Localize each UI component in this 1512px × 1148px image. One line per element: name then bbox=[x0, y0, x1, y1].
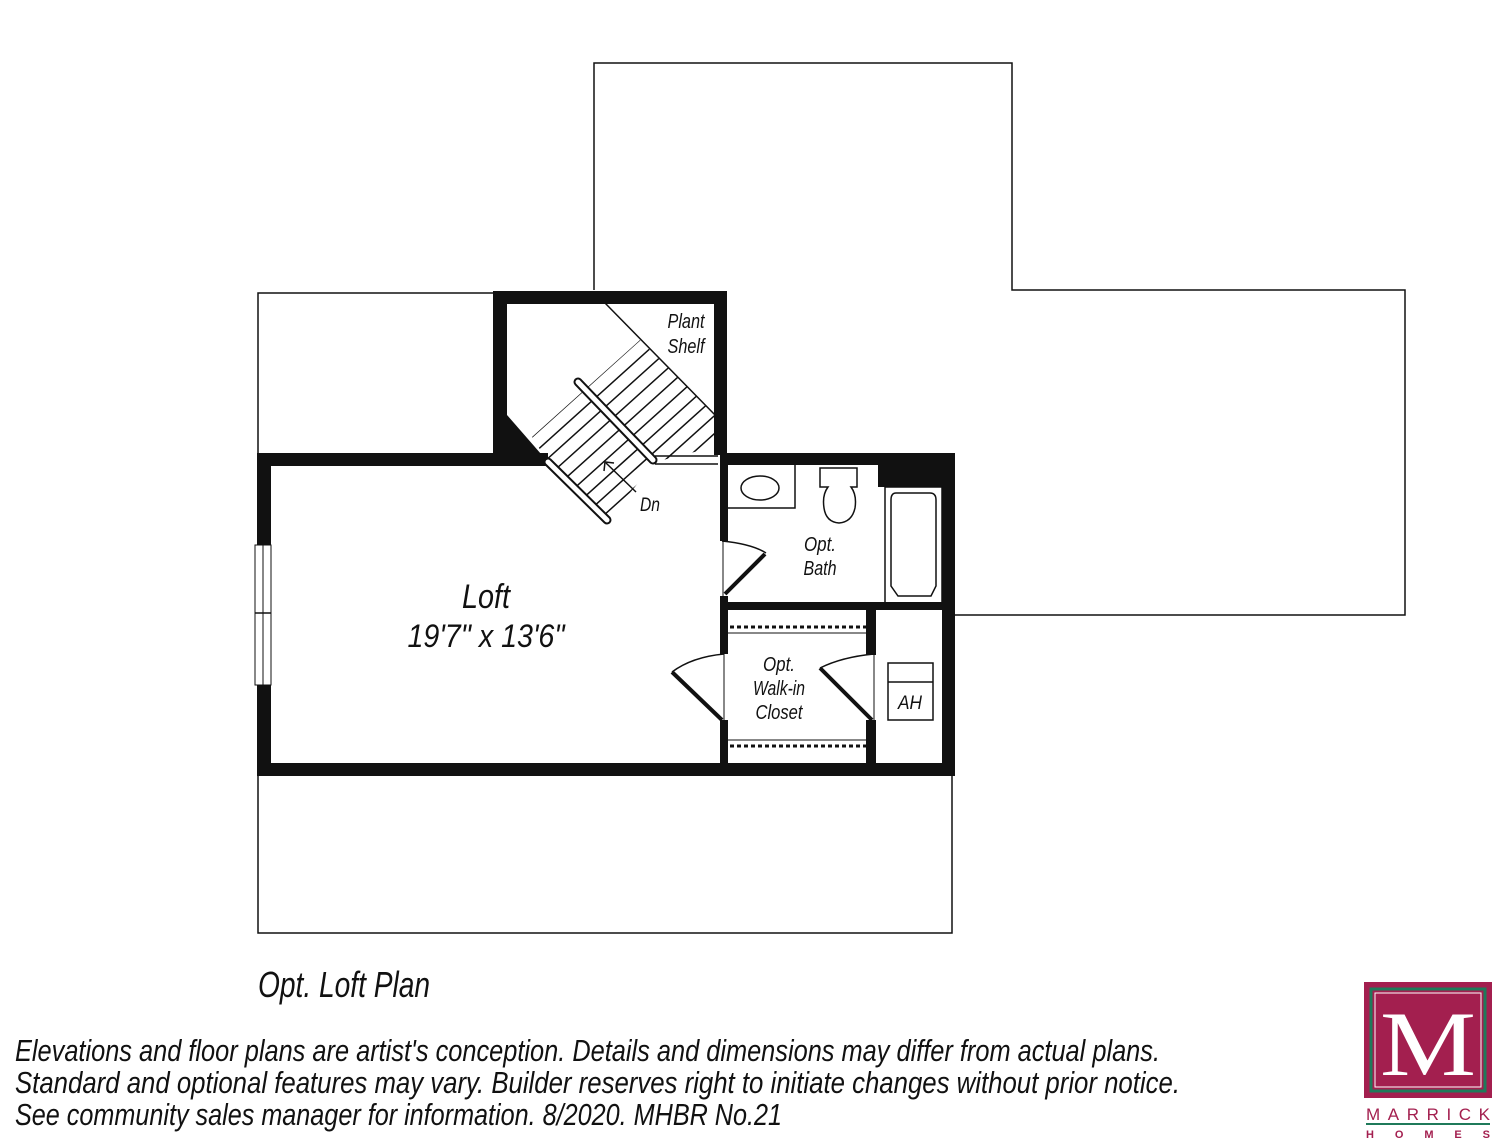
toilet bbox=[819, 467, 858, 524]
sink bbox=[728, 465, 796, 509]
roof-outline bbox=[257, 62, 1406, 934]
ah-label: AH bbox=[897, 693, 922, 714]
stair-tread bbox=[546, 367, 718, 520]
logo-name: MARRICK bbox=[1366, 1105, 1491, 1124]
logo-sub: HOMES bbox=[1366, 1129, 1490, 1141]
closet-door-left bbox=[670, 653, 725, 722]
closet-door-right bbox=[818, 653, 875, 722]
bath-label-2: Bath bbox=[804, 558, 837, 580]
bath-door bbox=[721, 540, 767, 596]
window bbox=[254, 544, 272, 686]
marrick-homes-logo: M MARRICK HOMES bbox=[1364, 982, 1492, 1141]
plant-shelf-label-2: Shelf bbox=[668, 336, 707, 358]
bathtub bbox=[884, 486, 943, 604]
closet-shelves bbox=[728, 625, 866, 748]
disclaimer-line-2: Standard and optional features may vary.… bbox=[15, 1065, 1180, 1100]
logo-letter: M bbox=[1380, 993, 1476, 1095]
loft-label: Loft bbox=[462, 578, 511, 616]
closet-label: Opt. bbox=[763, 654, 795, 676]
stair-tread bbox=[565, 386, 718, 520]
air-handler: AH bbox=[887, 662, 934, 721]
closet-label-2: Walk-in bbox=[753, 678, 805, 700]
stair-tread bbox=[556, 377, 718, 520]
plan-title: Opt. Loft Plan bbox=[258, 964, 430, 1005]
loft-dimensions: 19'7" x 13'6" bbox=[408, 618, 566, 654]
disclaimer-line-3: See community sales manager for informat… bbox=[15, 1097, 782, 1132]
bath-label: Opt. bbox=[804, 534, 836, 556]
walls bbox=[257, 291, 955, 776]
plant-shelf-label: Plant bbox=[668, 311, 706, 333]
down-arrow-icon bbox=[603, 461, 637, 493]
closet-label-3: Closet bbox=[756, 702, 804, 724]
disclaimer-line-1: Elevations and floor plans are artist's … bbox=[15, 1033, 1160, 1068]
stairs-down-label: Dn bbox=[640, 495, 660, 516]
